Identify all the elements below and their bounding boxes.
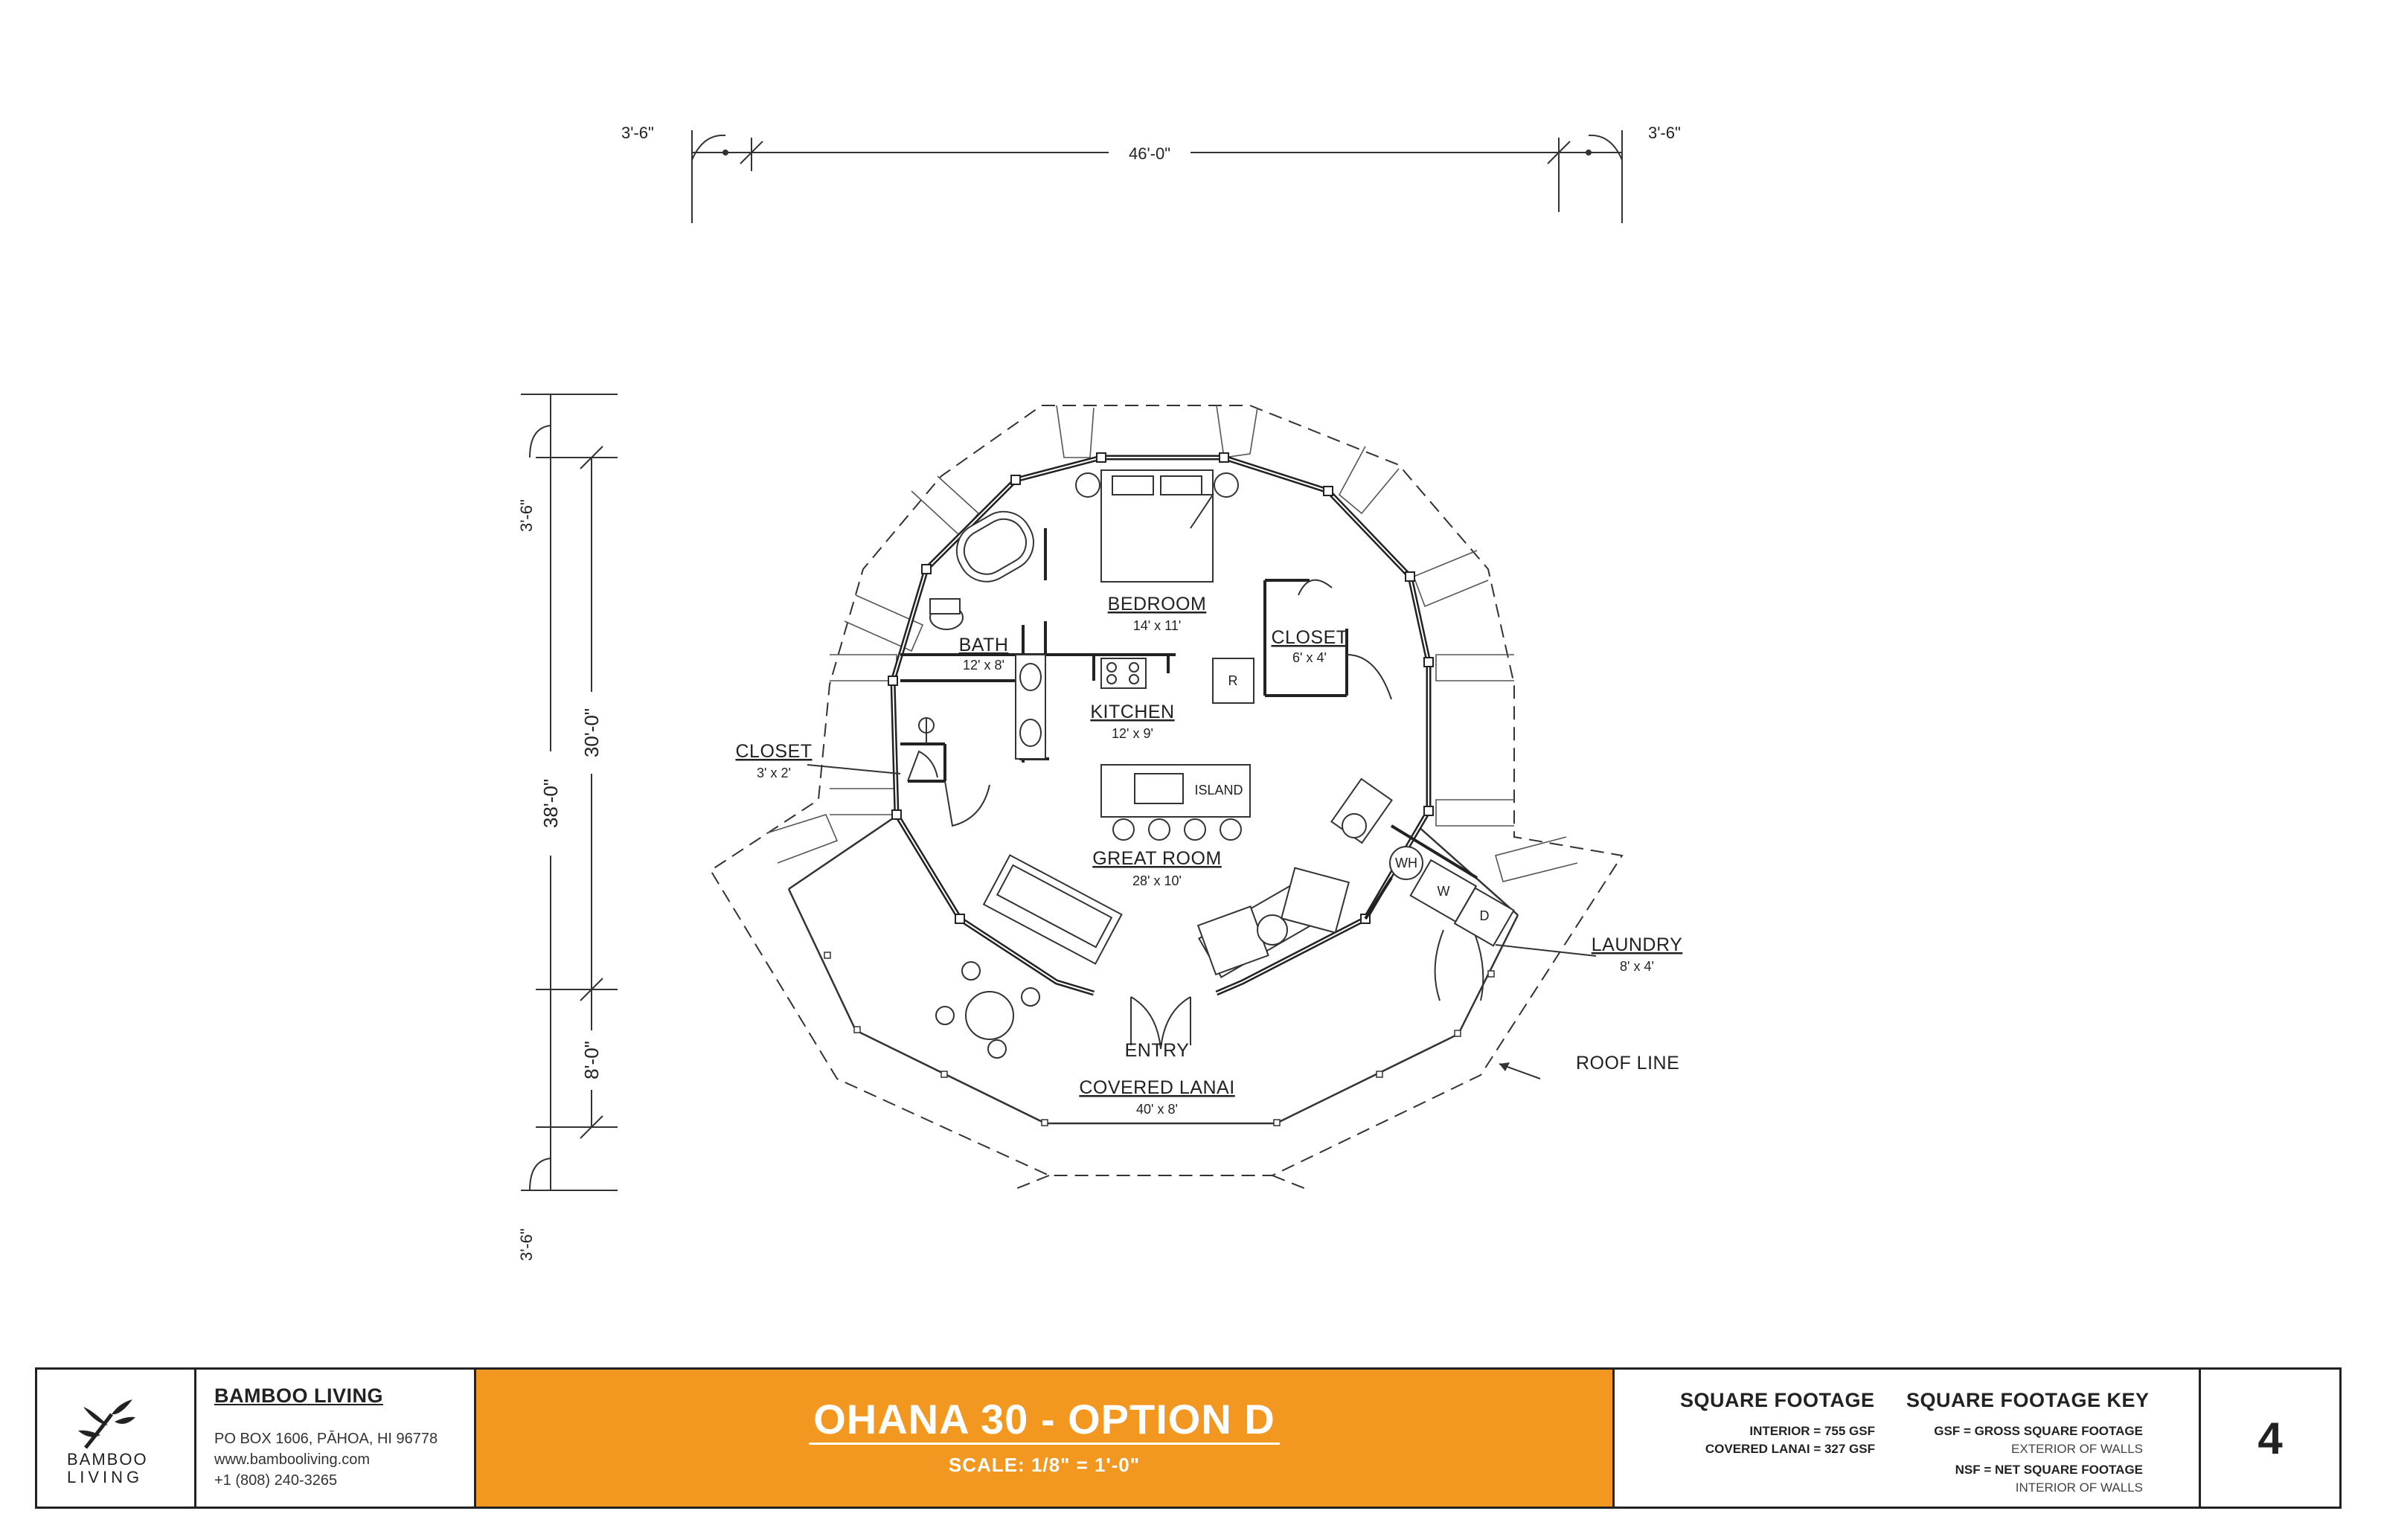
dim-left-bottom-overhang: 3'-6": [517, 1228, 536, 1261]
washer-label: W: [1438, 884, 1450, 899]
lanai-posts: [824, 952, 1495, 1126]
page-number: 4: [2257, 1413, 2283, 1463]
kitchen-fixtures: [1100, 658, 1254, 841]
roof-line: [709, 405, 1624, 1191]
drawing-scale: SCALE: 1/8" = 1'-0": [948, 1454, 1141, 1476]
great-room-size: 28' x 10': [1132, 873, 1182, 888]
bath-fixtures: [918, 510, 1046, 760]
logo-cell: BAMBOO LIVING: [37, 1370, 196, 1507]
nsf-key: NSF = NET SQUARE FOOTAGE: [1955, 1463, 2143, 1477]
entry-label: ENTRY: [1125, 1040, 1190, 1061]
bath-label: BATH: [959, 635, 1009, 655]
bamboo-logo-icon: [78, 1399, 135, 1449]
dim-left-lanai: 8'-0": [580, 1041, 603, 1079]
roof-line-label: ROOF LINE: [1576, 1053, 1679, 1074]
wall-joints: [888, 452, 1434, 924]
nsf-note: INTERIOR OF WALLS: [2015, 1480, 2143, 1495]
covered-lanai-size: 40' x 8': [1136, 1102, 1178, 1117]
refrigerator-label: R: [1228, 673, 1238, 688]
bedroom-label: BEDROOM: [1108, 594, 1207, 615]
gsf-key: GSF = GROSS SQUARE FOOTAGE: [1934, 1424, 2143, 1438]
square-footage-key-heading: SQUARE FOOTAGE KEY: [1906, 1389, 2150, 1411]
floor-plan: 3'-6" 46'-0" 3'-6" 3'-6" 38'-0" 30'-0" 8…: [517, 123, 1683, 1261]
water-heater-label: WH: [1395, 856, 1417, 870]
laundry-size: 8' x 4': [1620, 959, 1654, 974]
bath-size: 12' x 8': [963, 658, 1004, 673]
lanai-outline: [787, 817, 1519, 1125]
great-room-label: GREAT ROOM: [1092, 848, 1222, 869]
company-name: BAMBOO LIVING: [214, 1385, 383, 1407]
dim-left-total: 38'-0": [539, 779, 562, 828]
left-dimension: [521, 394, 618, 1191]
closet-small-label: CLOSET: [735, 741, 812, 762]
company-phone: +1 (808) 240-3265: [214, 1472, 338, 1489]
interior-sqft: INTERIOR = 755 GSF: [1749, 1424, 1875, 1438]
dryer-label: D: [1480, 908, 1490, 923]
page-number-cell: 4: [2201, 1370, 2339, 1507]
closet-leader: [807, 764, 901, 774]
closet-small-size: 3' x 2': [757, 766, 791, 780]
living-furniture: [935, 777, 1393, 1059]
dim-left-interior: 30'-0": [580, 708, 603, 757]
kitchen-size: 12' x 9': [1112, 726, 1153, 741]
dim-top-width: 46'-0": [1129, 144, 1170, 163]
bedroom-furniture: [1075, 469, 1239, 583]
title-block: BAMBOO LIVING BAMBOO LIVING PO BOX 1606,…: [35, 1367, 2342, 1509]
island-label: ISLAND: [1194, 783, 1243, 798]
dim-left-top-overhang: 3'-6": [517, 499, 536, 532]
company-cell: BAMBOO LIVING PO BOX 1606, PĀHOA, HI 967…: [196, 1370, 476, 1507]
dim-top-left-overhang: 3'-6": [621, 123, 654, 142]
laundry-label: LAUNDRY: [1592, 934, 1683, 955]
title-cell: OHANA 30 - OPTION D SCALE: 1/8" = 1'-0": [476, 1370, 1615, 1507]
square-footage-cell: SQUARE FOOTAGE INTERIOR = 755 GSF COVERE…: [1615, 1370, 2201, 1507]
covered-lanai-label: COVERED LANAI: [1079, 1077, 1234, 1098]
doors: [907, 579, 1484, 1050]
lanai-sqft: COVERED LANAI = 327 GSF: [1705, 1442, 1875, 1456]
logo-word1: BAMBOO: [67, 1450, 148, 1469]
square-footage-heading: SQUARE FOOTAGE: [1680, 1389, 1875, 1411]
laundry-fixtures: [1389, 846, 1515, 947]
roof-rafters: [766, 405, 1578, 882]
kitchen-label: KITCHEN: [1090, 702, 1174, 722]
dim-top-right-overhang: 3'-6": [1648, 123, 1681, 142]
project-title: OHANA 30 - OPTION D: [809, 1396, 1280, 1445]
closet-main-label: CLOSET: [1271, 627, 1347, 648]
company-website[interactable]: www.bambooliving.com: [214, 1451, 370, 1468]
laundry-leader: [1495, 944, 1597, 957]
gsf-note: EXTERIOR OF WALLS: [2011, 1442, 2143, 1456]
logo-word2: LIVING: [67, 1468, 144, 1486]
company-address: PO BOX 1606, PĀHOA, HI 96778: [214, 1431, 438, 1447]
closet-main-size: 6' x 4': [1292, 650, 1327, 665]
bedroom-size: 14' x 11': [1133, 618, 1182, 633]
